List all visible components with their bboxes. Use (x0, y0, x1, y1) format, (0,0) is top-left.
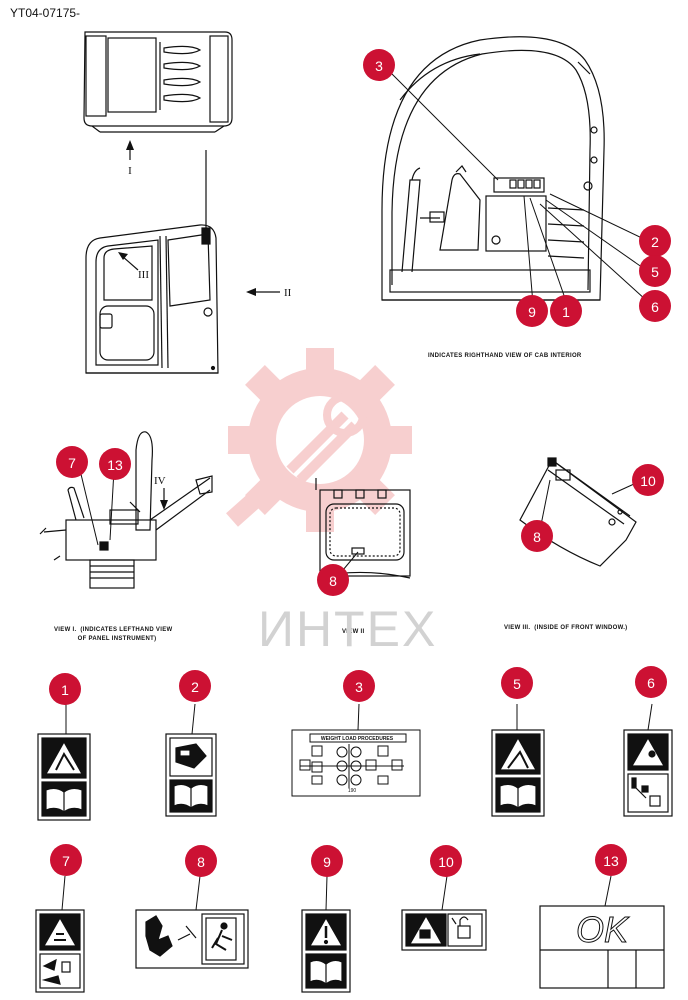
callout-number: 5 (513, 676, 521, 692)
label-9-warning-decal (301, 909, 351, 993)
view-ii-marker: II (284, 287, 292, 299)
label-6-warning-decal (623, 729, 673, 817)
callout-number: 10 (640, 473, 656, 489)
callout-balloons: 3 2 5 6 9 1 7 13 8 10 8 1 2 3 5 6 7 8 9 10 13 (49, 49, 671, 877)
callout-6: 6 (635, 666, 667, 698)
caption-view-iii: VIEW III. (INSIDE OF FRONT WINDOW.) (504, 625, 628, 631)
callout-number: 8 (533, 529, 541, 545)
label-1-warning-decal (37, 733, 91, 821)
callout-number: 6 (647, 675, 655, 691)
callout-number: 8 (197, 854, 205, 870)
callout-number: 9 (528, 304, 536, 320)
callout-number: 8 (329, 573, 337, 589)
callout-9: 9 (516, 295, 548, 327)
callout-number: 10 (438, 854, 454, 870)
callout-number: 3 (375, 58, 383, 74)
callout-8: 8 (185, 845, 217, 877)
callout-2: 2 (639, 225, 671, 257)
callout-5: 5 (639, 255, 671, 287)
callout-number: 2 (191, 679, 199, 695)
callout-8: 8 (317, 564, 349, 596)
callout-leaders (61, 71, 653, 911)
label-7-warning-decal (35, 909, 85, 993)
label-8-exit-decal (135, 909, 249, 969)
view-ii-window-drawing (315, 478, 411, 579)
label-2-warning-decal (165, 733, 217, 817)
callout-7: 7 (50, 844, 82, 876)
callout-9: 9 (311, 845, 343, 877)
callout-number: 3 (355, 679, 363, 695)
callout-number: 7 (68, 455, 76, 471)
callout-number: 7 (62, 853, 70, 869)
callout-3: 3 (363, 49, 395, 81)
view-iv-arrow (160, 488, 168, 510)
callout-1: 1 (49, 673, 81, 705)
callout-3: 3 (343, 670, 375, 702)
callout-number: 1 (562, 304, 570, 320)
label-13-ok-decal (539, 905, 665, 989)
watermark-text: ИНТЕХ (258, 601, 438, 657)
callout-number: 5 (651, 264, 659, 280)
caption-view-i: VIEW I. (INDICATES LEFTHAND VIEW OF PANE… (54, 627, 173, 642)
label-3-procedure-decal (291, 729, 421, 797)
document-code: YT04-07175- (10, 6, 81, 20)
cab-side-view (85, 150, 219, 374)
label-3-header: WEIGHT LOAD PROCEDURES (321, 736, 394, 742)
callout-number: 9 (323, 854, 331, 870)
label-13-text: OK (576, 909, 630, 950)
cab-roof-top-view (83, 31, 233, 133)
callout-5: 5 (501, 667, 533, 699)
callout-8: 8 (521, 520, 553, 552)
callout-10: 10 (632, 464, 664, 496)
label-5-warning-decal (491, 729, 545, 817)
callout-number: 6 (651, 299, 659, 315)
callout-13: 13 (595, 844, 627, 876)
callout-1: 1 (550, 295, 582, 327)
label-3-number: 190 (348, 788, 357, 794)
callout-13: 13 (99, 448, 131, 480)
callout-number: 1 (61, 682, 69, 698)
view-iii-arrow (118, 252, 139, 271)
view-iii-front-window-drawing (519, 457, 637, 567)
callout-number: 2 (651, 234, 659, 250)
view-i-marker: I (128, 165, 132, 177)
view-iii-marker: III (138, 269, 149, 281)
caption-cab-interior: INDICATES RIGHTHAND VIEW OF CAB INTERIOR (428, 353, 582, 359)
watermark-gear-icon (226, 348, 412, 532)
view-iv-marker: IV (154, 475, 166, 487)
callout-6: 6 (639, 290, 671, 322)
cab-interior-right-view (381, 36, 605, 301)
callout-10: 10 (430, 845, 462, 877)
callout-number: 13 (603, 853, 619, 869)
callout-number: 13 (107, 457, 123, 473)
view-ii-arrow (246, 288, 280, 296)
label-10-warning-decal (401, 909, 487, 951)
callout-2: 2 (179, 670, 211, 702)
view-i-arrow (126, 140, 134, 160)
caption-view-ii: VIEW II (342, 629, 365, 635)
callout-7: 7 (56, 446, 88, 478)
